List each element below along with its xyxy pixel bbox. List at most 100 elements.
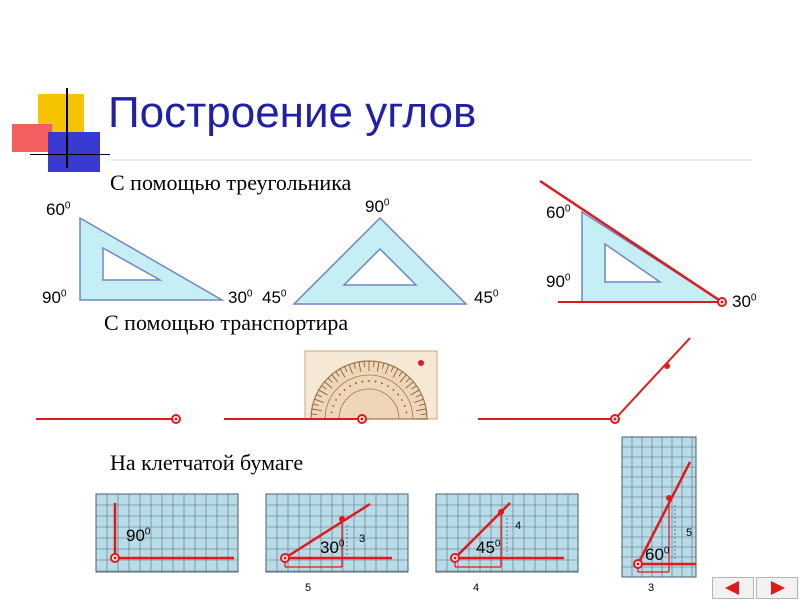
t3-top-angle: 600 — [546, 203, 571, 222]
g2-height-label: 3 — [359, 533, 366, 545]
protractor-step-3 — [478, 337, 691, 424]
t2-top-angle: 900 — [365, 197, 390, 216]
grid-4-rays — [633, 461, 696, 573]
protractor-tick — [311, 408, 322, 412]
subtitle-grid: На клетчатой бумаге — [110, 450, 304, 475]
grid-panel-60 — [621, 436, 697, 578]
t3-right-angle: 300 — [732, 292, 757, 311]
protractor-tick — [318, 389, 328, 396]
ray-line — [539, 179, 723, 304]
protractor-scale-mark — [349, 385, 351, 387]
g4-base-label: 3 — [648, 582, 655, 594]
g4-angle-label: 600 — [645, 545, 670, 564]
protractor-tick — [335, 371, 340, 377]
protractor-scale-mark — [374, 380, 377, 383]
protractor-scale-mark — [387, 385, 389, 387]
protractor-tick — [312, 403, 319, 406]
protractor-tick — [344, 366, 348, 373]
title-underline — [110, 159, 752, 161]
protractor-scale-mark — [381, 382, 383, 385]
g3-height-label: 4 — [515, 520, 522, 532]
grid-1-rays — [110, 503, 234, 563]
protractor-tick — [363, 361, 365, 368]
arrow-left-icon — [725, 581, 739, 595]
logo-red-square — [12, 124, 52, 152]
protractor-scale-mark — [397, 393, 400, 396]
g2-base-label: 5 — [305, 582, 312, 594]
protractor-tick — [405, 381, 414, 389]
protractor-tick — [405, 377, 411, 383]
protractor-tick — [399, 374, 407, 383]
protractor-tick — [416, 408, 427, 412]
triangle-30-60-90 — [79, 216, 225, 301]
protractor-tick — [324, 381, 333, 389]
vertex-dot — [720, 300, 724, 304]
protractor-tick — [385, 364, 390, 375]
grid-2-rays — [280, 502, 392, 568]
protractor-tick — [419, 403, 426, 406]
triangle-45-45-90 — [292, 216, 468, 305]
g2-angle-label: 300 — [320, 538, 345, 557]
mark-point — [664, 363, 670, 369]
protractor-scale-mark — [355, 382, 357, 385]
protractor-step-1 — [36, 414, 181, 424]
protractor-tick — [311, 413, 318, 415]
protractor-tick — [415, 394, 422, 398]
logo-horizontal-line — [30, 154, 110, 155]
protractor-tick — [353, 362, 356, 369]
prev-slide-button[interactable] — [712, 577, 754, 599]
protractor-tick — [410, 389, 420, 396]
protractor-tick — [358, 361, 362, 372]
protractor-scale-mark — [343, 388, 346, 391]
protractor-tick — [348, 364, 353, 375]
subtitle-protractor: С помощью транспортира — [104, 310, 349, 335]
protractor-tick — [382, 362, 385, 369]
protractor-scale-mark — [401, 399, 403, 401]
arrow-right-icon — [771, 581, 785, 595]
next-slide-button[interactable] — [756, 577, 798, 599]
protractor-tick — [331, 374, 339, 383]
protractor-scale-mark — [403, 405, 406, 407]
logo-blue-square — [48, 132, 100, 172]
protractor-scale-mark — [368, 380, 370, 382]
g4-height-label: 5 — [686, 527, 693, 539]
protractor-scale-mark — [338, 393, 341, 396]
protractor-tick — [373, 361, 375, 368]
protractor-tick — [314, 398, 325, 403]
slide-title: Построение углов — [108, 88, 477, 137]
protractor-tick — [420, 413, 427, 415]
protractor-tick — [321, 385, 327, 390]
grid-3-rays — [450, 502, 564, 568]
protractor-tick — [392, 368, 399, 378]
t1-top-angle: 600 — [46, 200, 71, 219]
protractor-tick — [398, 371, 403, 377]
protractor-scale-mark — [405, 411, 408, 414]
g1-angle-label: 900 — [126, 526, 151, 545]
t2-right-angle: 450 — [474, 288, 499, 307]
protractor-ticks — [311, 361, 427, 420]
protractor-scale-mark — [361, 380, 364, 383]
subtitle-triangle: С помощью треугольника — [110, 170, 352, 195]
mark-point — [418, 360, 424, 366]
protractor-tick — [376, 361, 380, 372]
g3-angle-label: 450 — [476, 538, 501, 557]
protractor-tick — [339, 368, 346, 378]
protractor-tick — [327, 377, 333, 383]
protractor-scale-mark — [392, 388, 395, 391]
protractor-tick — [413, 398, 424, 403]
protractor-scale-mark — [332, 405, 335, 407]
protractor-scale-mark — [335, 399, 337, 401]
protractor-tick — [390, 366, 394, 373]
protractor-scale-mark — [330, 411, 333, 414]
t1-left-angle: 900 — [42, 288, 67, 307]
protractor-tick — [316, 394, 323, 398]
t2-left-angle: 450 — [262, 288, 287, 307]
t3-left-angle: 900 — [546, 272, 571, 291]
triangle-with-ray — [539, 179, 727, 307]
t1-right-angle: 300 — [228, 288, 253, 307]
logo-vertical-line — [66, 88, 68, 168]
g3-base-label: 4 — [473, 582, 480, 594]
protractor-step-2 — [224, 350, 438, 424]
logo-decoration — [8, 88, 112, 178]
